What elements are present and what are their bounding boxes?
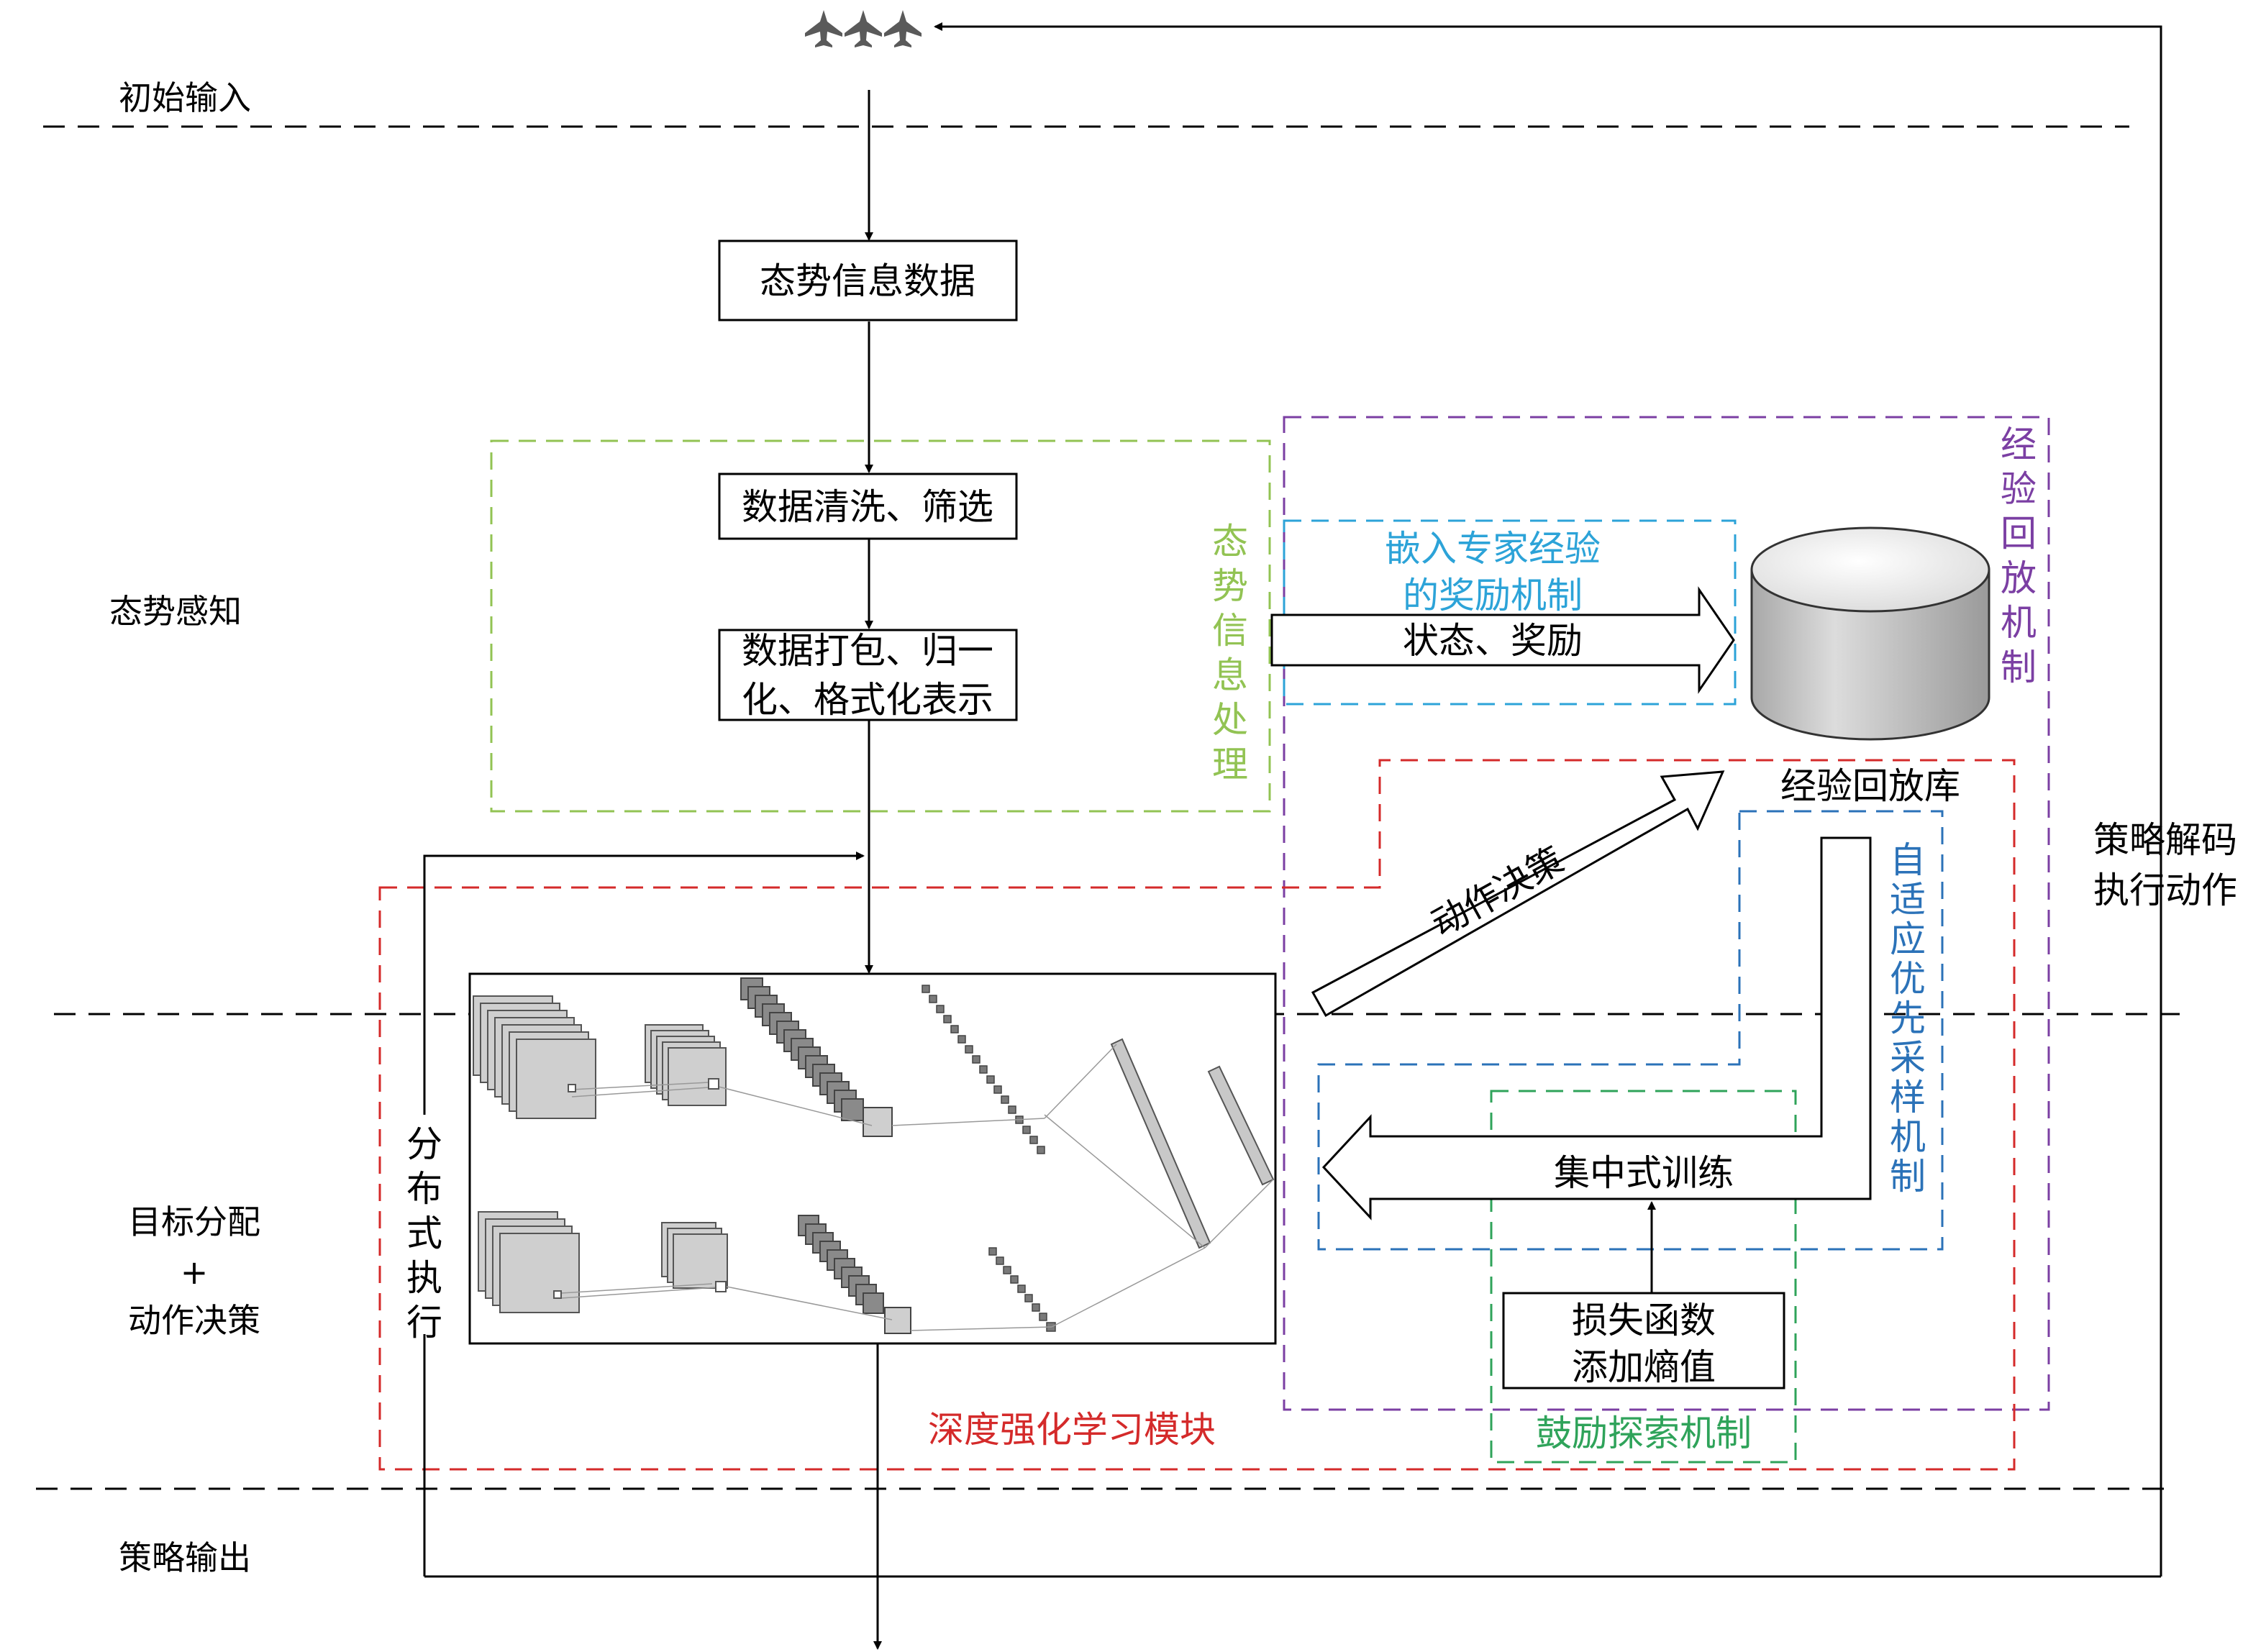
region-adaptive-sampling xyxy=(1317,810,1944,1251)
state-reward-arrow xyxy=(1270,586,1735,694)
expert-reward-label-line2: 的奖励机制 xyxy=(1403,575,1583,616)
lane-policy-output: 策略输出 xyxy=(119,1538,251,1577)
exploration-label: 鼓励探索机制 xyxy=(1536,1413,1752,1454)
lane-initial-input: 初始输入 xyxy=(119,78,251,117)
policy-decode-label-line2: 执行动作 xyxy=(2093,870,2237,911)
adaptive-sampling-label: 自适应优先采样机制 xyxy=(1890,839,1926,1197)
region-situation-processing xyxy=(490,439,1271,813)
jet-icon xyxy=(884,10,922,47)
neural-network-panel xyxy=(468,972,1277,1345)
lane-action-decision: 动作决策 xyxy=(128,1301,260,1340)
jet-icon xyxy=(805,10,842,47)
data-packing-label-line1: 数据打包、归一 xyxy=(742,630,993,672)
feedback-arrow xyxy=(934,22,2162,1576)
nn-bottom-stream xyxy=(478,1211,728,1313)
replay-buffer-label: 经验回放库 xyxy=(1780,765,1960,807)
region-exploration xyxy=(1490,1090,1797,1464)
nn-top-fc xyxy=(922,985,1045,1154)
nn-top-deep-layers xyxy=(740,977,893,1137)
situation-processing-label: 态势信息处理 xyxy=(1212,521,1248,785)
centralized-training-arrow xyxy=(1321,836,1872,1220)
action-decision-label: 动作决策 xyxy=(1424,839,1570,945)
drl-module-label: 深度强化学习模块 xyxy=(928,1409,1216,1451)
expert-reward-label-line1: 嵌入专家经验 xyxy=(1385,528,1601,570)
situation-data-label: 态势信息数据 xyxy=(760,260,975,302)
data-cleaning-label: 数据清洗、筛选 xyxy=(742,486,993,528)
box-situation-data xyxy=(718,239,1018,321)
loss-function-label-line2: 添加熵值 xyxy=(1572,1346,1716,1388)
replay-buffer-cylinder xyxy=(1750,526,1990,741)
region-expert-reward xyxy=(1283,519,1737,706)
action-decision-arrow xyxy=(1311,770,1725,1018)
distributed-execution-arrow xyxy=(423,852,865,1115)
nn-bottom-deep-layers xyxy=(798,1215,911,1334)
box-data-cleaning xyxy=(718,473,1018,540)
loss-function-label-line1: 损失函数 xyxy=(1572,1300,1716,1341)
aircraft-group xyxy=(805,10,922,47)
jet-icon xyxy=(845,10,882,47)
region-drl-module xyxy=(378,759,2016,1471)
lane-situation-awareness: 态势感知 xyxy=(109,592,242,631)
lane-target-assignment: 目标分配 xyxy=(128,1203,260,1241)
replay-mechanism-label: 经验回放机制 xyxy=(2001,424,2037,688)
data-packing-label-line2: 化、格式化表示 xyxy=(742,679,993,721)
policy-decode-label-line1: 策略解码 xyxy=(2093,819,2237,861)
region-replay-mechanism xyxy=(1283,416,2050,1411)
state-reward-label: 状态、奖励 xyxy=(1403,620,1583,662)
lane-plus: + xyxy=(181,1253,209,1292)
box-loss-function xyxy=(1502,1292,1785,1389)
centralized-training-label: 集中式训练 xyxy=(1554,1152,1734,1194)
box-data-packing xyxy=(718,629,1018,721)
neural-network-frame xyxy=(468,972,1277,1345)
lane-labels: 初始输入 态势感知 目标分配 + 动作决策 策略输出 xyxy=(109,78,260,1577)
distributed-execution-label: 分布式执行 xyxy=(406,1123,442,1343)
nn-connections xyxy=(560,1044,1274,1331)
